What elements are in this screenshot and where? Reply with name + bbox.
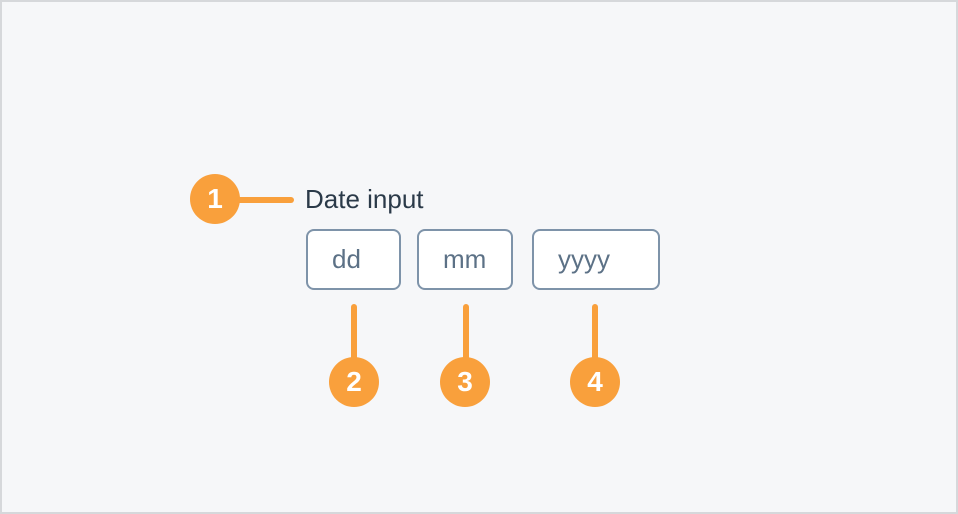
annotation-marker-3: 3 (440, 357, 490, 407)
month-input[interactable] (417, 229, 513, 290)
day-input[interactable] (306, 229, 401, 290)
annotation-marker-2: 2 (329, 357, 379, 407)
annotation-connector-1 (232, 197, 294, 203)
annotation-marker-4: 4 (570, 357, 620, 407)
annotation-marker-1: 1 (190, 174, 240, 224)
date-input-label: Date input (305, 184, 424, 214)
annotation-connector-2 (351, 304, 357, 361)
annotation-connector-3 (463, 304, 469, 361)
year-input[interactable] (532, 229, 660, 290)
annotation-connector-4 (592, 304, 598, 361)
